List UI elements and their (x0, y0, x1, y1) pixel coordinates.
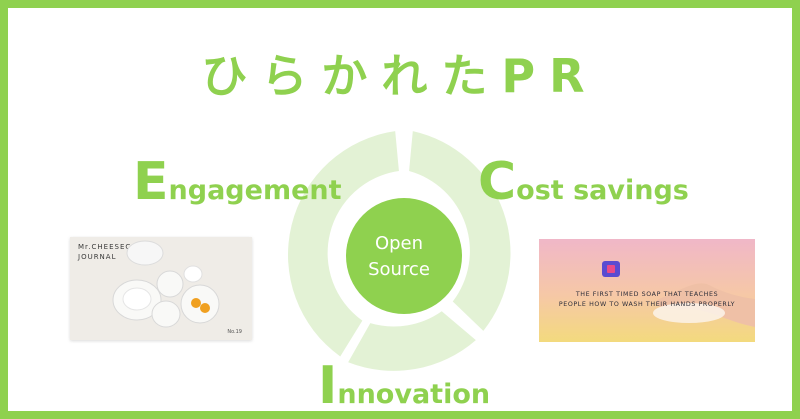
cheesecake-journal-photo: Mr.CHEESECAKE JOURNAL No.19 (70, 237, 252, 340)
engagement-rest: ngagement (168, 175, 342, 206)
innovation-rest: nnovation (337, 379, 491, 410)
soap-core (607, 265, 615, 273)
sugar-bowl (156, 270, 184, 298)
journal-title: Mr.CHEESECAKE (78, 243, 149, 251)
small-bowl (183, 265, 203, 283)
innovation-initial: I (318, 356, 338, 416)
egg-yolk-1 (191, 298, 201, 308)
engagement-initial: E (133, 152, 169, 212)
bowls-illustration (112, 240, 220, 328)
soap-illustration (602, 261, 755, 327)
pillar-engagement: Engagement (133, 156, 342, 208)
pillar-innovation: Innovation (318, 360, 491, 411)
foam (653, 303, 725, 323)
open-source-wheel (287, 131, 511, 371)
glass-jar (126, 240, 164, 266)
cream-cheese (122, 287, 152, 311)
center-circle (346, 198, 462, 314)
cost-rest: ost savings (516, 175, 689, 206)
journal-issue: No.19 (227, 329, 242, 335)
wheel-segment-engagement (287, 131, 399, 357)
egg-yolk-2 (200, 303, 210, 313)
soap-caption-line1: THE FIRST TIMED SOAP THAT TEACHES (575, 291, 719, 298)
pillar-cost-savings: Cost savings (478, 156, 689, 208)
flour-bowl (151, 300, 181, 328)
center-label-line2: Source (368, 259, 430, 280)
page-title: ひらかれたPR (201, 49, 599, 103)
timed-soap-photo: THE FIRST TIMED SOAP THAT TEACHES PEOPLE… (539, 239, 755, 342)
wheel-segment-innovation (348, 311, 476, 371)
soap-caption-line2: PEOPLE HOW TO WASH THEIR HANDS PROPERLY (558, 301, 736, 308)
journal-subtitle: JOURNAL (78, 253, 117, 261)
cost-initial: C (478, 152, 517, 212)
wheel-segment-cost-savings (409, 131, 511, 331)
center-label-line1: Open (374, 233, 424, 254)
